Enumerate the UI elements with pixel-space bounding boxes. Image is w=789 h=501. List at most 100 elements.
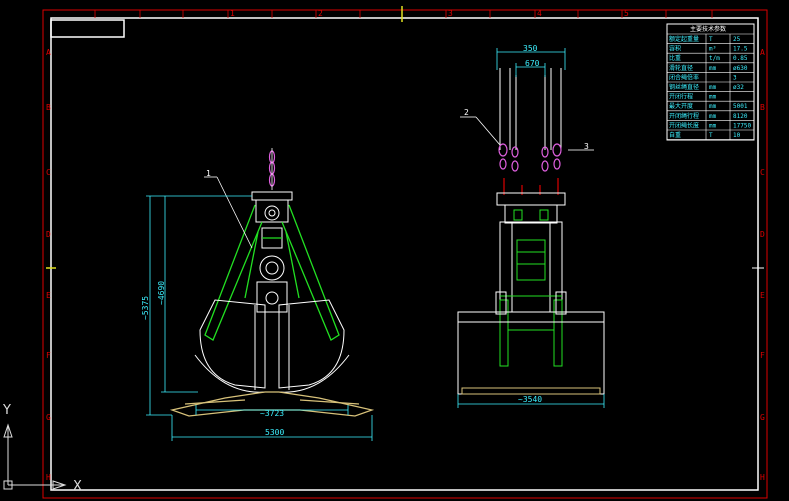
param-label: 比重 bbox=[669, 54, 681, 62]
param-unit: mm bbox=[709, 113, 717, 120]
param-value: 10 bbox=[733, 132, 741, 139]
dim-body-height: ~4690 bbox=[157, 281, 166, 305]
param-unit: mm bbox=[709, 84, 717, 91]
callout-1-label: 1 bbox=[206, 169, 211, 178]
dim-closed-width: ~3723 bbox=[260, 409, 284, 418]
param-value: 25 bbox=[733, 36, 741, 43]
grid-number: 4 bbox=[537, 9, 542, 18]
table-row: 开闭行程 mm bbox=[669, 93, 717, 101]
callout-3-label: 3 bbox=[584, 142, 589, 151]
param-label: 额定起重量 bbox=[669, 35, 699, 43]
table-row: 最大开度 mm 5001 bbox=[669, 102, 748, 110]
side-chain-links bbox=[498, 143, 562, 172]
param-label: 开闭绳行程 bbox=[669, 112, 699, 120]
param-label: 容积 bbox=[669, 45, 681, 53]
table-row: 闭合绳倍率 3 bbox=[669, 73, 737, 81]
side-bucket-lip bbox=[461, 387, 601, 395]
grid-letter: H bbox=[760, 473, 765, 482]
table-grid-lines bbox=[667, 33, 754, 140]
grid-letter: G bbox=[760, 413, 765, 422]
param-value: 17.5 bbox=[733, 46, 748, 53]
param-label: 滑轮直径 bbox=[669, 64, 693, 72]
ucs-icon: Y X bbox=[2, 403, 82, 494]
table-row: 开闭绳行程 mm 8120 bbox=[669, 112, 748, 120]
grid-letter: A bbox=[760, 48, 765, 57]
grid-letter: E bbox=[760, 291, 765, 300]
param-unit: mm bbox=[709, 94, 717, 101]
table-row: 钢丝绳直径 mm ø32 bbox=[669, 83, 744, 91]
param-value: ø32 bbox=[733, 84, 744, 91]
param-unit: mm bbox=[709, 122, 717, 129]
table-row: 额定起重量 T 25 bbox=[669, 35, 741, 43]
front-view: 1 ~5375 ~4690 ~3723 5300 bbox=[141, 148, 375, 441]
grid-letter: A bbox=[46, 48, 51, 57]
param-label: 开闭绳长度 bbox=[669, 121, 699, 129]
parameter-table[interactable]: 主要技术参数 额定起重量 T 25 容积 m³ 17.5 比重 t/m 0.85 滑轮直径 mm ø6… bbox=[666, 23, 755, 141]
param-value: 3 bbox=[733, 74, 737, 81]
top-ruler bbox=[94, 6, 713, 22]
param-value: ø630 bbox=[733, 65, 748, 72]
param-label: 最大开度 bbox=[669, 102, 693, 110]
drawing-number-box bbox=[50, 19, 125, 38]
grab-arms bbox=[204, 204, 340, 341]
dim-top-width: 350 bbox=[523, 44, 538, 53]
wire-ropes bbox=[499, 68, 562, 150]
top-ruler-numbers: 1 2 3 4 5 bbox=[230, 9, 629, 18]
sheave-marks bbox=[503, 178, 559, 195]
grid-number: 2 bbox=[318, 9, 323, 18]
grid-letter: C bbox=[46, 168, 51, 177]
param-value: 5001 bbox=[733, 103, 748, 110]
table-row: 比重 t/m 0.85 bbox=[669, 54, 748, 62]
param-label: 闭合绳倍率 bbox=[669, 73, 699, 81]
table-row: 自重 T 10 bbox=[669, 131, 741, 139]
side-view: 2 3 350 670 ~3540 bbox=[457, 44, 605, 408]
front-dimension-lines bbox=[146, 195, 373, 441]
grid-letter: D bbox=[760, 230, 765, 239]
grid-letter: G bbox=[46, 413, 51, 422]
callout-2-label: 2 bbox=[464, 108, 469, 117]
param-label: 自重 bbox=[669, 131, 681, 139]
param-label: 开闭行程 bbox=[669, 93, 693, 101]
grid-letter: F bbox=[760, 351, 765, 360]
table-row: 滑轮直径 mm ø630 bbox=[669, 64, 748, 72]
param-unit: mm bbox=[709, 65, 717, 72]
table-row: 容积 m³ 17.5 bbox=[669, 45, 748, 53]
bucket-shells bbox=[194, 299, 350, 393]
grid-letter: B bbox=[46, 103, 51, 112]
grid-letter: D bbox=[46, 230, 51, 239]
grid-letter: H bbox=[46, 473, 51, 482]
param-unit: m³ bbox=[709, 46, 716, 53]
grid-number: 1 bbox=[230, 9, 235, 18]
ucs-x-label: X bbox=[73, 479, 82, 494]
param-unit: T bbox=[709, 36, 713, 43]
grid-letter: F bbox=[46, 351, 51, 360]
param-value: 8120 bbox=[733, 113, 748, 120]
head-block bbox=[251, 191, 293, 313]
param-label: 钢丝绳直径 bbox=[669, 83, 699, 91]
param-unit: t/m bbox=[709, 55, 720, 62]
grid-number: 5 bbox=[624, 9, 629, 18]
param-unit: mm bbox=[709, 103, 717, 110]
dim-overall-height: ~5375 bbox=[141, 296, 150, 320]
param-unit: T bbox=[709, 132, 713, 139]
drawing-frame bbox=[42, 9, 768, 499]
hook-chain bbox=[268, 148, 276, 190]
dim-inner-width: 670 bbox=[525, 59, 540, 68]
grid-number: 3 bbox=[448, 9, 453, 18]
dim-open-width: 5300 bbox=[265, 428, 284, 437]
ucs-y-label: Y bbox=[2, 403, 11, 418]
param-value: 0.85 bbox=[733, 55, 748, 62]
grid-letter: C bbox=[760, 168, 765, 177]
outer-frame-border bbox=[42, 9, 768, 499]
inner-frame-border bbox=[50, 17, 759, 491]
side-bucket-body bbox=[457, 291, 605, 395]
dim-bottom-width: ~3540 bbox=[518, 395, 542, 404]
table-title: 主要技术参数 bbox=[690, 25, 726, 33]
side-dimension-lines bbox=[457, 48, 605, 408]
side-ruler: A B C D E F G H A B C D E F G H bbox=[46, 48, 765, 482]
grid-letter: E bbox=[46, 291, 51, 300]
side-internal-parts bbox=[499, 209, 563, 367]
